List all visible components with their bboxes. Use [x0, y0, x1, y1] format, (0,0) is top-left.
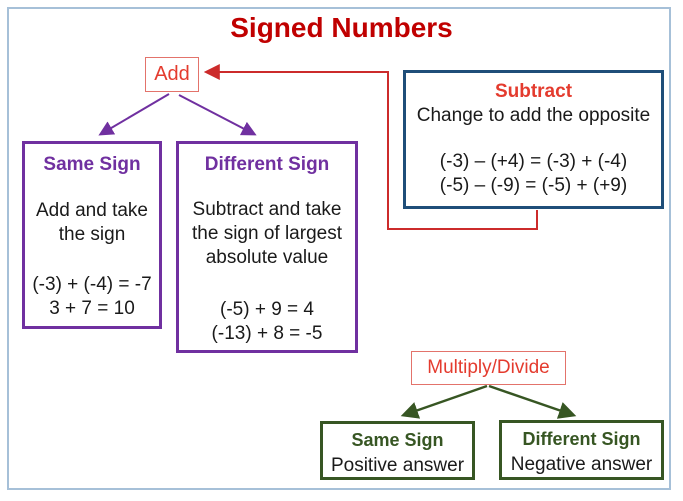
md-different-sign-title: Different Sign: [522, 429, 641, 449]
add-same-sign-example-1: (-3) + (-4) = -7: [32, 274, 152, 295]
add-different-sign-rule: Subtract and take the sign of largest ab…: [192, 199, 342, 268]
multiply-divide-node: Multiply/Divide: [411, 351, 566, 385]
md-different-sign-node: Different Sign Negative answer: [499, 420, 664, 480]
outer-frame: [7, 7, 671, 490]
add-same-sign-rule: Add and take the sign: [36, 200, 148, 245]
md-different-sign-answer: Negative answer: [510, 454, 653, 475]
md-same-sign-answer: Positive answer: [330, 455, 465, 476]
add-different-sign-node: Different Sign Subtract and take the sig…: [176, 141, 358, 353]
subtract-example-1: (-3) – (+4) = (-3) + (-4): [439, 151, 628, 172]
add-same-sign-examples: (-3) + (-4) = -7 3 + 7 = 10: [25, 273, 159, 321]
subtract-examples: (-3) – (+4) = (-3) + (-4) (-5) – (-9) = …: [406, 150, 661, 198]
subtract-rule: Change to add the opposite: [416, 105, 651, 126]
add-node: Add: [145, 57, 199, 92]
add-different-sign-examples: (-5) + 9 = 4 (-13) + 8 = -5: [179, 298, 355, 346]
subtract-title: Subtract: [494, 81, 573, 102]
add-node-label: Add: [154, 63, 190, 85]
add-different-sign-example-1: (-5) + 9 = 4: [220, 299, 314, 320]
page-title: Signed Numbers: [230, 12, 453, 43]
add-same-sign-title: Same Sign: [43, 154, 141, 175]
add-same-sign-example-2: 3 + 7 = 10: [49, 298, 135, 319]
subtract-example-2: (-5) – (-9) = (-5) + (+9): [439, 175, 628, 196]
add-different-sign-title: Different Sign: [204, 154, 330, 175]
multiply-divide-label: Multiply/Divide: [427, 357, 550, 378]
subtract-node: Subtract Change to add the opposite (-3)…: [403, 70, 664, 209]
md-same-sign-title: Same Sign: [351, 430, 444, 450]
add-same-sign-node: Same Sign Add and take the sign (-3) + (…: [22, 141, 162, 329]
md-same-sign-node: Same Sign Positive answer: [320, 421, 475, 480]
add-different-sign-example-2: (-13) + 8 = -5: [211, 323, 323, 344]
